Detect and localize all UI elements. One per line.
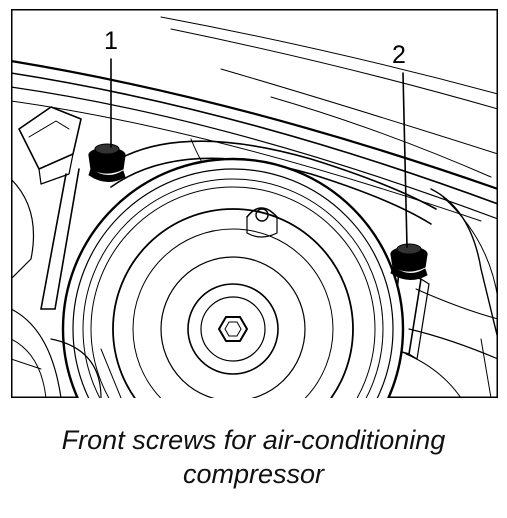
callout-1-label: 1 xyxy=(104,27,118,55)
figure-caption-line-2: compressor xyxy=(182,459,325,489)
screw-2 xyxy=(390,243,428,280)
callout-2-label: 2 xyxy=(392,41,406,69)
upper-frame-rails xyxy=(11,16,498,222)
diagram-figure: 1 2 xyxy=(11,9,498,398)
left-bracket xyxy=(11,106,82,398)
right-housing xyxy=(405,188,498,398)
compressor-illustration: 1 2 xyxy=(11,9,498,398)
callout-2-leader xyxy=(402,72,408,248)
figure-caption-line-1: Front screws for air-conditioning xyxy=(61,425,446,455)
screw-1 xyxy=(88,143,126,182)
compressor-pulley xyxy=(50,157,405,398)
